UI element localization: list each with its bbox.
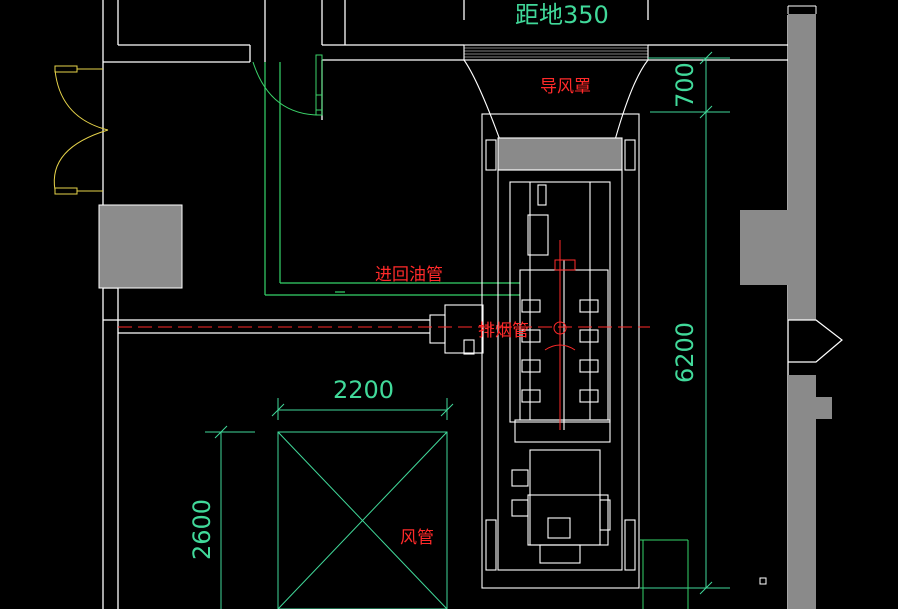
top-dim-label: 距地350 bbox=[515, 1, 609, 29]
upper-door bbox=[252, 54, 323, 116]
air-hood-label: 导风罩 bbox=[540, 77, 591, 97]
dim-2200: 2200 bbox=[333, 376, 394, 404]
air-duct bbox=[277, 431, 448, 609]
dim-right bbox=[640, 51, 730, 595]
dim-top bbox=[271, 398, 454, 420]
exhaust-label: 排烟管 bbox=[478, 321, 529, 341]
right-wall bbox=[740, 5, 843, 609]
small-marker bbox=[759, 577, 767, 585]
oil-pipeline bbox=[264, 62, 520, 296]
dim-700: 700 bbox=[671, 62, 699, 108]
exhaust-line bbox=[118, 240, 650, 430]
air-hood bbox=[463, 44, 649, 141]
left-double-door bbox=[53, 65, 109, 195]
dim-2600: 2600 bbox=[188, 499, 216, 560]
dim-left bbox=[205, 425, 255, 609]
column-block bbox=[98, 204, 183, 289]
dim-6200: 6200 bbox=[671, 322, 699, 383]
air-duct-label: 风管 bbox=[400, 528, 434, 548]
generator-set bbox=[429, 113, 640, 589]
return-oil-label: 进回油管 bbox=[375, 265, 443, 285]
bottom-right-lines bbox=[640, 539, 689, 609]
